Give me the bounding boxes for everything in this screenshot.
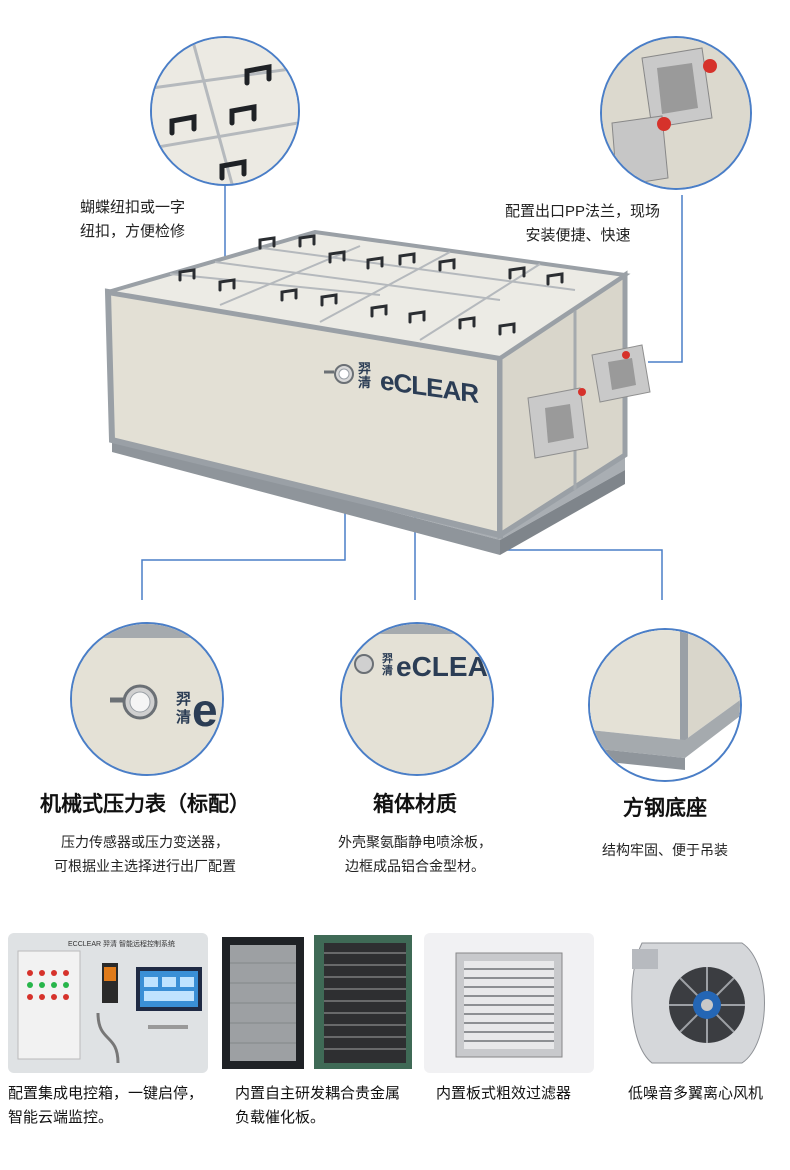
caption-line2: 负载催化板。: [235, 1109, 326, 1126]
caption-catalyst-panels: 内置自主研发耦合贵金属 负载催化板。: [235, 1082, 400, 1130]
callout-top-right-line1: 配置出口PP法兰，现场: [504, 203, 660, 220]
zoom-box-material: 羿 清 eCLEAR: [340, 622, 494, 776]
caption-line2: 智能云端监控。: [8, 1109, 114, 1126]
feature-pressure-gauge: 机械式压力表（标配） 压力传感器或压力变送器， 可根据业主选择进行出厂配置: [10, 788, 280, 878]
photo-centrifugal-fan: [612, 933, 782, 1073]
feature-title: 方钢底座: [623, 797, 707, 820]
zoom-steel-base: [588, 628, 742, 782]
caption-line1: 内置板式粗效过滤器: [436, 1085, 572, 1102]
svg-text:清: 清: [382, 663, 393, 677]
callout-line-top-right: [648, 195, 683, 363]
caption-line1: 内置自主研发耦合贵金属: [235, 1085, 401, 1102]
svg-text:e: e: [192, 684, 218, 736]
photo-panel-filter: [424, 933, 594, 1073]
svg-text:eCLEAR: eCLEAR: [396, 651, 492, 682]
feature-desc-line2: 边框成品铝合金型材。: [345, 858, 485, 874]
callout-top-right: 配置出口PP法兰，现场 安装便捷、快速: [496, 200, 660, 248]
feature-title: 机械式压力表（标配）: [40, 793, 250, 816]
svg-text:羿: 羿: [176, 691, 191, 708]
unit-top: [107, 229, 631, 361]
caption-line1: 配置集成电控箱，一键启停，: [8, 1085, 204, 1102]
zoom-outlet-flange: [600, 36, 752, 190]
feature-steel-base: 方钢底座 结构牢固、便于吊装: [570, 792, 760, 862]
control-panel-header: ECCLEAR 羿清 智能远程控制系统: [68, 941, 175, 948]
callout-top-right-line2: 安装便捷、快速: [525, 227, 631, 244]
caption-panel-filter: 内置板式粗效过滤器: [436, 1082, 571, 1106]
feature-desc-line1: 压力传感器或压力变送器，: [61, 834, 229, 850]
callout-top-left-line1: 蝴蝶纽扣或一字: [80, 199, 186, 216]
feature-desc-line1: 外壳聚氨酯静电喷涂板，: [338, 834, 492, 850]
caption-centrifugal-fan: 低噪音多翼离心风机: [628, 1082, 763, 1106]
caption-control-box: 配置集成电控箱，一键启停， 智能云端监控。: [8, 1082, 203, 1130]
air-handling-unit-illustration: [104, 180, 683, 600]
zoom-lid-handles: [150, 36, 300, 186]
caption-line1: 低噪音多翼离心风机: [628, 1085, 764, 1102]
callout-line-base: [500, 549, 663, 600]
zoom-pressure-gauge: 羿 清 e: [70, 622, 224, 776]
feature-box-material: 箱体材质 外壳聚氨酯静电喷涂板， 边框成品铝合金型材。: [300, 788, 530, 878]
callout-top-left: 蝴蝶纽扣或一字 纽扣，方便检修: [80, 196, 185, 244]
photo-catalyst-panels: [218, 933, 416, 1073]
photo-control-box: ECCLEAR 羿清 智能远程控制系统: [8, 933, 208, 1073]
outlet-flange-upper: [591, 344, 651, 403]
svg-text:羿: 羿: [382, 652, 393, 665]
feature-title: 箱体材质: [373, 793, 457, 816]
svg-text:清: 清: [176, 708, 191, 726]
brand-cn: 羿清: [358, 361, 372, 390]
outlet-flange-lower: [527, 387, 589, 459]
pressure-gauge: [324, 364, 354, 384]
feature-desc-line1: 结构牢固、便于吊装: [602, 842, 728, 858]
callout-top-left-line2: 纽扣，方便检修: [80, 223, 186, 240]
feature-desc-line2: 可根据业主选择进行出厂配置: [54, 858, 236, 874]
